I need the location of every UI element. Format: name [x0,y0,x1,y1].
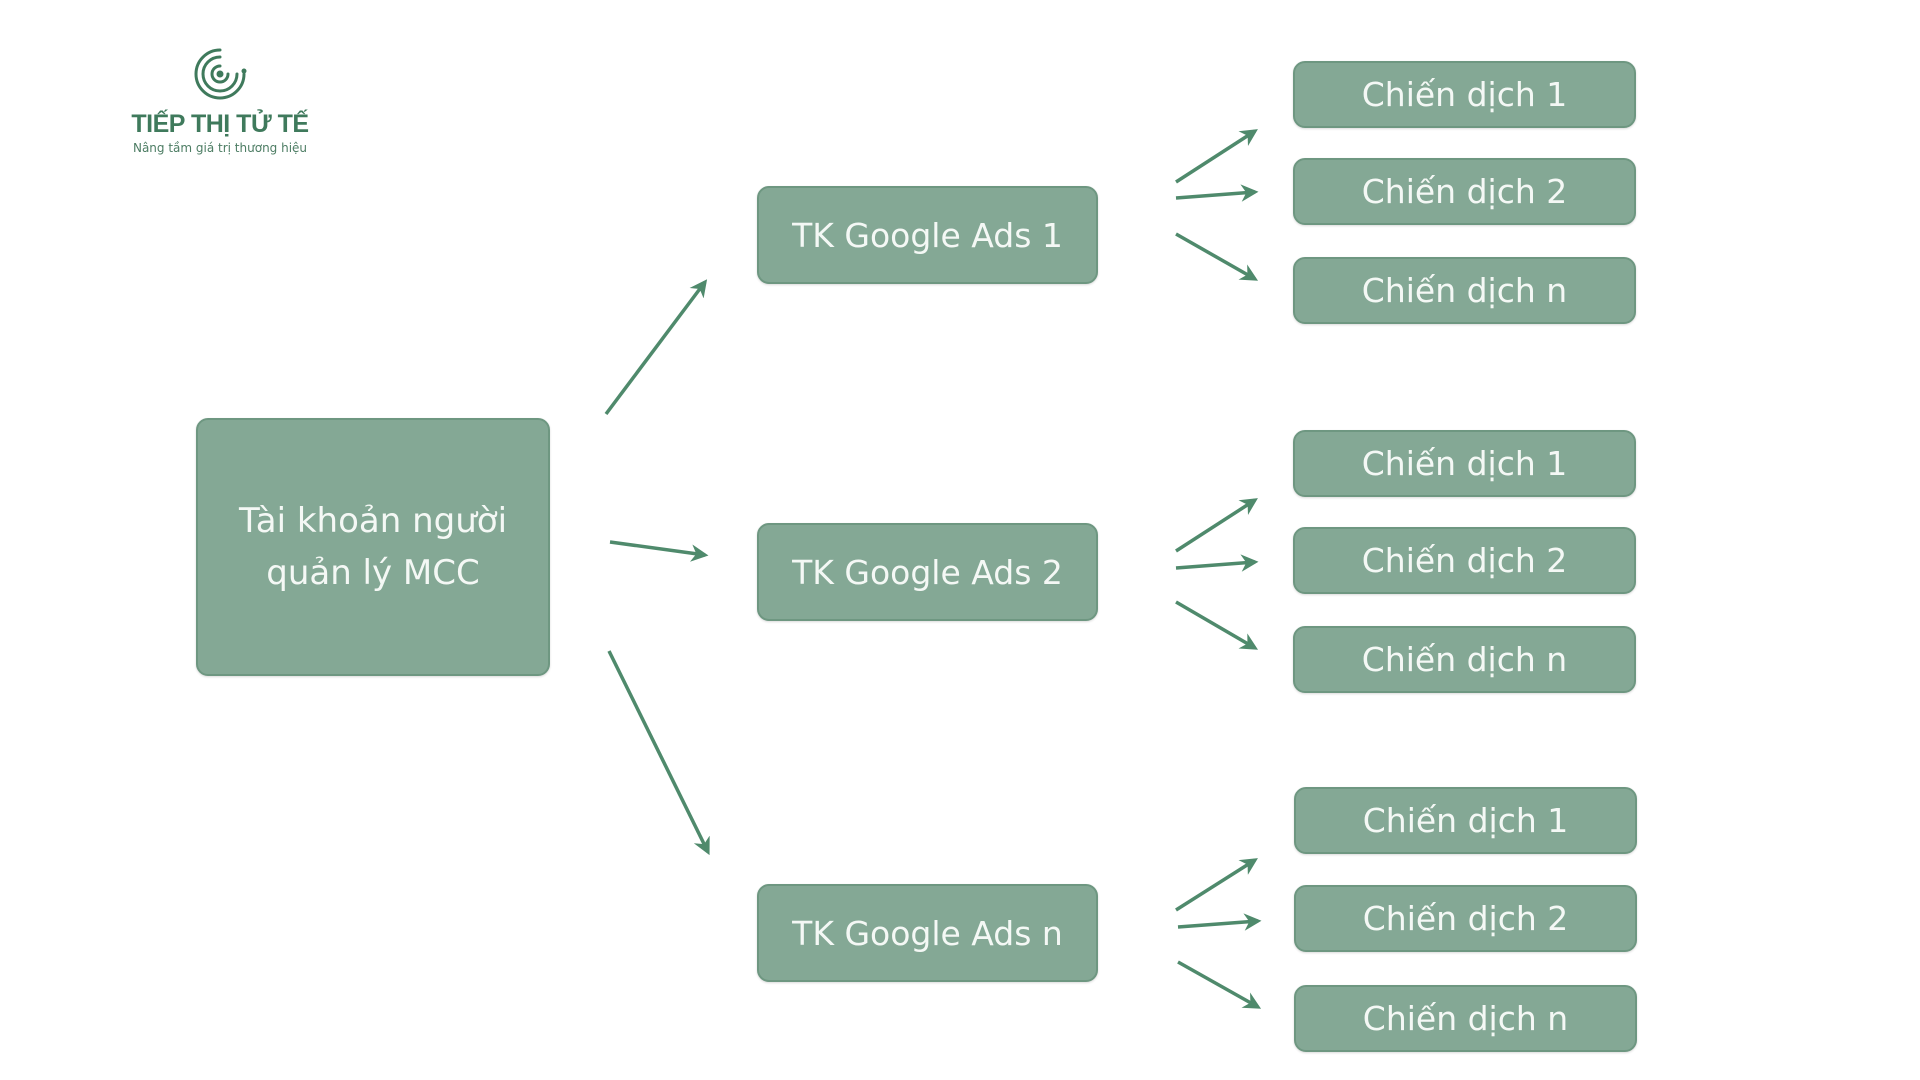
logo-name: TIẾP THỊ TỬ TẾ [131,110,309,138]
node-label: TK Google Ads 1 [792,215,1063,255]
account-node-n: TK Google Ads n [757,884,1098,982]
campaign-node: Chiến dịch 1 [1293,430,1636,497]
campaign-node: Chiến dịch 2 [1293,158,1636,225]
logo: TIẾP THỊ TỬ TẾ Nâng tầm giá trị thương h… [100,44,340,155]
arrow-mcc-to-account-1 [604,279,708,416]
node-label: TK Google Ads n [792,913,1063,953]
logo-tagline: Nâng tầm giá trị thương hiệu [132,141,308,155]
arrow-account-1-campaign-1 [1175,129,1258,184]
node-label: TK Google Ads 2 [792,552,1063,592]
arrow-account-2-campaign-n [1175,600,1259,650]
account-node-2: TK Google Ads 2 [757,523,1098,621]
arrow-mcc-to-account-n [607,650,710,856]
node-label: Tài khoản người quản lý MCC [238,501,508,593]
account-node-1: TK Google Ads 1 [757,186,1098,284]
node-label: Chiến dịch 2 [1361,541,1568,580]
arrow-account-1-campaign-n [1175,232,1259,281]
campaign-node: Chiến dịch 2 [1294,885,1637,952]
arrow-account-n-campaign-2 [1177,913,1262,931]
arrow-account-n-campaign-1 [1175,858,1258,912]
arrow-mcc-to-account-2 [609,540,709,562]
campaign-node: Chiến dịch n [1294,985,1637,1052]
node-label: Chiến dịch 1 [1361,444,1568,483]
arrow-account-2-campaign-1 [1175,498,1258,553]
node-label: Chiến dịch 2 [1362,899,1569,938]
campaign-node: Chiến dịch 1 [1293,61,1636,128]
node-label: Chiến dịch 1 [1361,75,1568,114]
spiral-logo-icon [194,48,247,100]
node-label: Chiến dịch n [1362,999,1569,1038]
campaign-node: Chiến dịch n [1293,257,1636,324]
mcc-manager-account-node: Tài khoản người quản lý MCC [196,418,550,676]
node-label: Chiến dịch 1 [1362,801,1569,840]
node-label: Chiến dịch 2 [1361,172,1568,211]
campaign-node: Chiến dịch 1 [1294,787,1637,854]
node-label: Chiến dịch n [1361,640,1568,679]
node-label: Chiến dịch n [1361,271,1568,310]
arrow-account-1-campaign-2 [1175,184,1259,202]
arrow-account-n-campaign-n [1177,960,1262,1009]
campaign-node: Chiến dịch n [1293,626,1636,693]
arrow-account-2-campaign-2 [1175,554,1259,572]
campaign-node: Chiến dịch 2 [1293,527,1636,594]
